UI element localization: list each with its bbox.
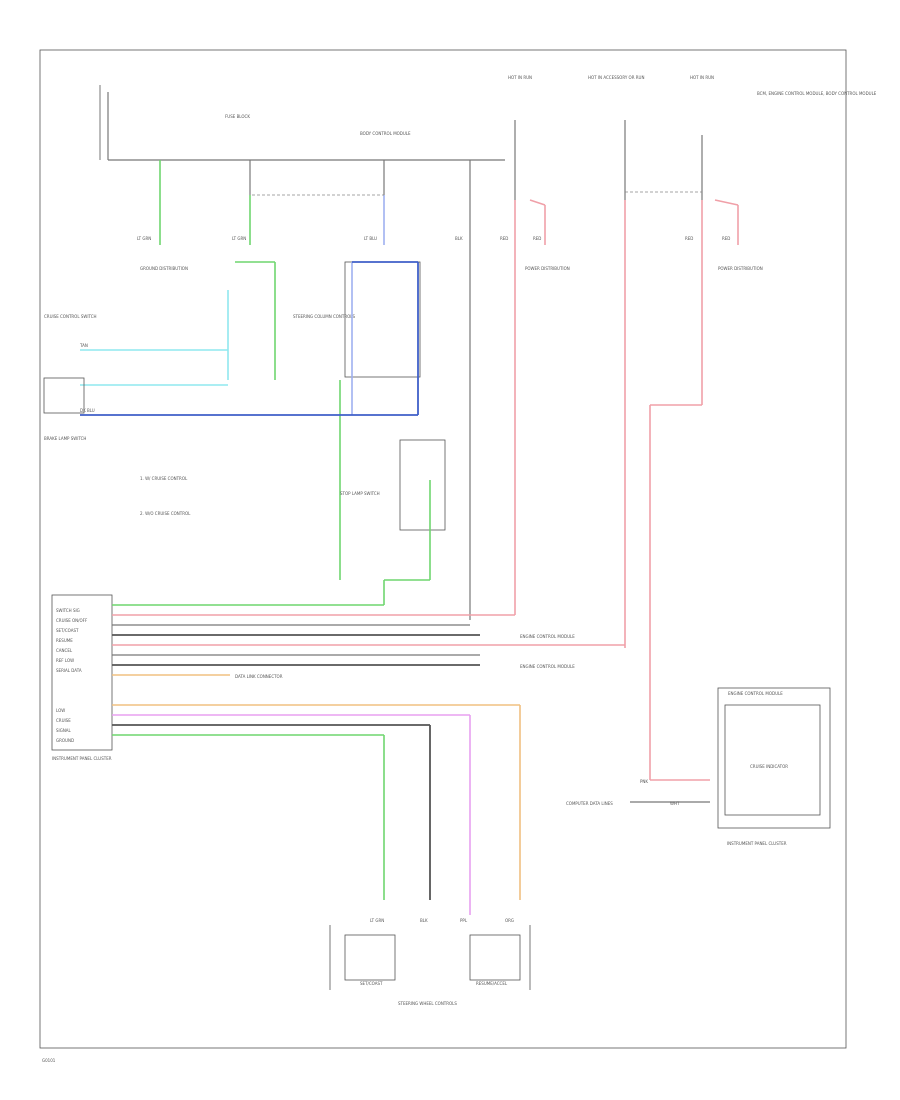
ecm-label-a: ENGINE CONTROL MODULE (520, 634, 575, 639)
wire-label-red: RED (500, 236, 508, 241)
hot-run-right-label: HOT IN RUN (690, 75, 714, 80)
wire-label-ltgrn-2: LT GRN (232, 236, 246, 241)
legend-label: BCM, ENGINE CONTROL MODULE, BODY CONTROL… (757, 91, 877, 96)
steering-wheel-switch-right (469, 934, 521, 981)
ground-mid-label: POWER DISTRIBUTION (525, 266, 570, 271)
wire-label-org: ORG (505, 918, 514, 923)
wire-label-pnk: PNK (640, 779, 648, 784)
pin-label-low-3: GROUND (56, 738, 74, 743)
cruise-indicator-label: CRUISE INDICATOR (750, 764, 788, 769)
wire-label-ppl: PPL (460, 918, 468, 923)
brake-switch-label: BRAKE LAMP SWITCH (44, 436, 86, 441)
hot-run-left-label: HOT IN RUN (508, 75, 532, 80)
fuse-block-label: FUSE BLOCK (225, 114, 250, 119)
wire-label-wht: WHT (670, 801, 680, 806)
wire-label-red-4: RED (722, 236, 730, 241)
computer-data-label: COMPUTER DATA LINES (566, 801, 613, 806)
ground-right-label: POWER DISTRIBUTION (718, 266, 763, 271)
wire-label-dkblu: DK BLU (80, 408, 95, 413)
wire-label-ltgrn-3: LT GRN (370, 918, 384, 923)
note-1: 1. W/ CRUISE CONTROL (140, 476, 188, 481)
pin-label-low-2: SIGNAL (56, 728, 72, 733)
hot-run-mid-label: HOT IN ACCESSORY OR RUN (588, 75, 644, 80)
wire-label-ltgrn: LT GRN (137, 236, 151, 241)
ground-left-label: GROUND DISTRIBUTION (140, 266, 188, 271)
body-control-label: BODY CONTROL MODULE (360, 131, 411, 136)
pin-label-1: CRUISE ON/OFF (56, 618, 88, 623)
diagram-id: G0101 (42, 1058, 56, 1063)
steering-wheel-label: STEERING WHEEL CONTROLS (398, 1001, 457, 1006)
wire-label-red-3: RED (685, 236, 693, 241)
stop-lamp-box (399, 439, 446, 531)
ecm-box (717, 687, 831, 829)
cluster-box (51, 594, 113, 751)
pin-label-5: REF LOW (56, 658, 74, 663)
wire-label-ltblu: LT BLU (364, 236, 377, 241)
diagram-frame (39, 49, 847, 1049)
cruise-switch-label: CRUISE CONTROL SWITCH (44, 314, 97, 319)
steering-column-box (344, 261, 421, 378)
pin-label-4: CANCEL (56, 648, 73, 653)
note-2: 2. W/O CRUISE CONTROL (140, 511, 191, 516)
steering-column-label: STEERING COLUMN CONTROLS (293, 314, 356, 319)
wire-label-red-2: RED (533, 236, 541, 241)
set-coast-label: SET/COAST (360, 981, 383, 986)
cluster-label: INSTRUMENT PANEL CLUSTER (52, 756, 112, 761)
pin-label-low-0: LOW (56, 708, 65, 713)
ecm-label-b: ENGINE CONTROL MODULE (520, 664, 575, 669)
pin-label-0: SWITCH SIG (56, 608, 80, 613)
pin-label-3: RESUME (56, 638, 73, 643)
ecm-box-label: ENGINE CONTROL MODULE (728, 691, 783, 696)
wire-label-blk-2: BLK (420, 918, 428, 923)
pin-label-low-1: CRUISE (56, 718, 71, 723)
data-link-label: DATA LINK CONNECTOR (235, 674, 283, 679)
stop-lamp-label: STOP LAMP SWITCH (340, 491, 380, 496)
pin-label-6: SERIAL DATA (56, 668, 82, 673)
wire-label-tan: TAN (79, 343, 88, 348)
instrument-cluster-label-right: INSTRUMENT PANEL CLUSTER (727, 841, 787, 846)
steering-wheel-switch-left (344, 934, 396, 981)
pin-label-2: SET/COAST (56, 628, 79, 633)
resume-label: RESUME/ACCEL (476, 981, 508, 986)
wire-label-blk: BLK (455, 236, 463, 241)
